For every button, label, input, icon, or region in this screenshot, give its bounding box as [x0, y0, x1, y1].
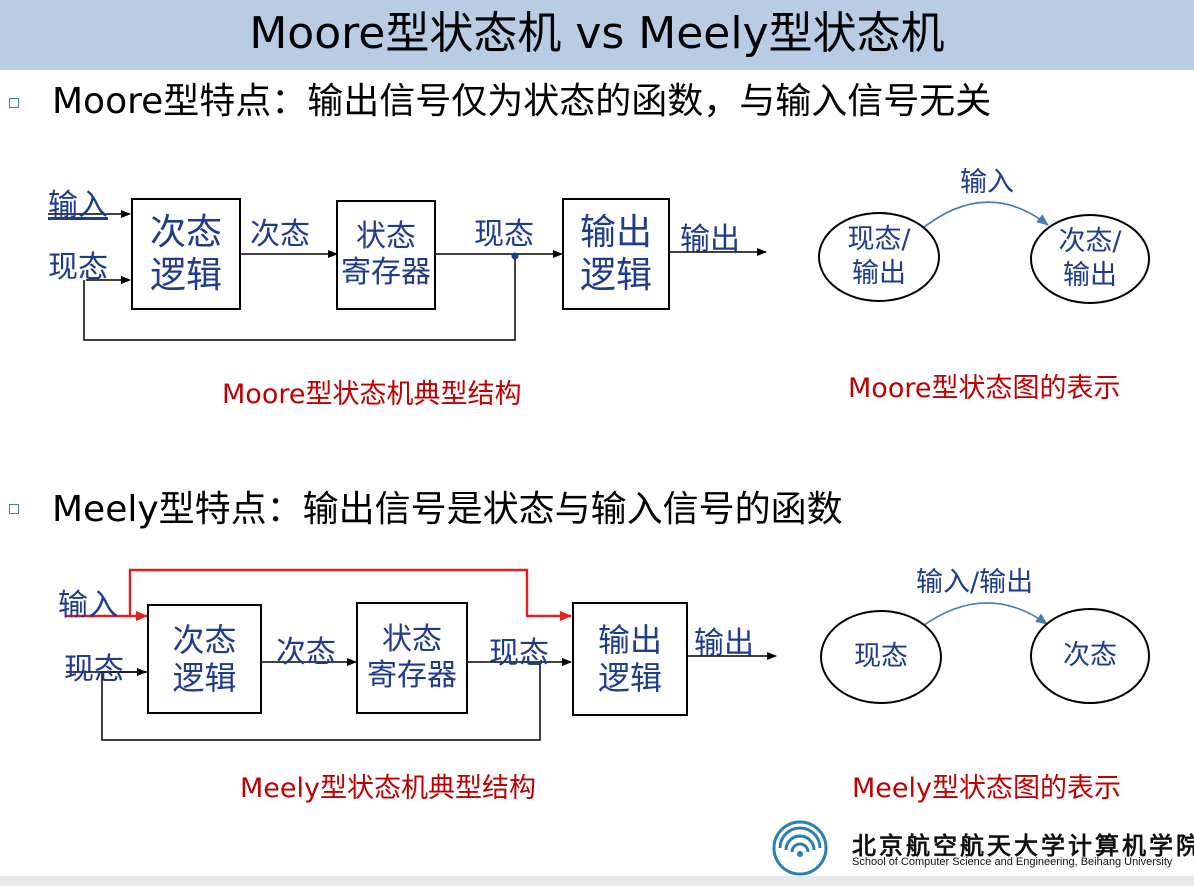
university-name-cn: 北京航空航天大学计算机学院	[852, 831, 1194, 860]
moore-arc	[917, 201, 1049, 233]
moore-reg-line1: 状态	[356, 219, 416, 254]
moore-output-label: 输出	[680, 222, 740, 257]
moore-nsl-line2: 逻辑	[149, 255, 222, 296]
meely-graph-caption: Meely型状态图的表示	[852, 773, 1121, 804]
moore-output-logic-box: 输出 逻辑	[562, 198, 670, 310]
meely-next-state-label: 次态	[276, 635, 336, 670]
moore-nsl-line1: 次态	[149, 211, 222, 253]
meely-reg-line2: 寄存器	[367, 658, 457, 693]
moore-current-state-label-2: 现态	[474, 217, 534, 252]
moore-bullet-icon	[9, 98, 19, 108]
moore-wires	[48, 210, 767, 341]
meely-ol-line2: 逻辑	[597, 659, 662, 697]
university-logo-icon	[772, 820, 828, 876]
meely-structure-caption: Meely型状态机典型结构	[240, 773, 536, 804]
moore-graph-caption: Moore型状态图的表示	[848, 373, 1121, 404]
slide-title: Moore型状态机 vs Meely型状态机	[249, 8, 945, 59]
meely-bullet-icon	[9, 504, 19, 514]
meely-next-state-logic-box: 次态 逻辑	[147, 604, 262, 714]
meely-nsl-line2: 逻辑	[172, 659, 237, 697]
moore-reg-line2: 寄存器	[341, 255, 431, 290]
meely-state-current-text: 现态	[854, 641, 908, 673]
meely-arc-label: 输入/输出	[916, 567, 1034, 598]
meely-current-state-label: 现态	[64, 652, 124, 687]
meely-state-register-box: 状态 寄存器	[356, 602, 468, 714]
moore-structure-caption: Moore型状态机典型结构	[222, 379, 522, 410]
moore-next-state-label: 次态	[250, 217, 310, 252]
footer-strip	[0, 876, 1194, 886]
meely-output-label: 输出	[694, 626, 754, 661]
title-bar	[0, 0, 1194, 70]
meely-ol-line1: 输出	[597, 620, 662, 659]
meely-reg-line1: 状态	[382, 622, 442, 657]
meely-state-next: 次态	[1030, 608, 1150, 704]
university-name-en: School of Computer Science and Engineeri…	[852, 856, 1173, 868]
moore-state-register-box: 状态 寄存器	[336, 200, 436, 310]
meely-bullet-text: Meely型特点：输出信号是状态与输入信号的函数	[52, 489, 843, 530]
moore-state-next-line2: 输出	[1063, 260, 1117, 291]
meely-input-wire	[66, 568, 572, 621]
moore-state-next-line1: 次态/	[1058, 226, 1122, 258]
moore-state-current: 现态/ 输出	[818, 212, 940, 302]
meely-state-next-text: 次态	[1063, 640, 1117, 672]
moore-state-current-line1: 现态/	[847, 224, 911, 256]
moore-next-state-logic-box: 次态 逻辑	[131, 198, 241, 310]
moore-ol-line2: 逻辑	[579, 255, 652, 296]
meely-nsl-line1: 次态	[172, 620, 237, 659]
meely-state-current: 现态	[820, 610, 942, 704]
moore-state-current-line2: 输出	[852, 258, 906, 289]
moore-junction-dot	[511, 252, 519, 260]
moore-state-next: 次态/ 输出	[1030, 214, 1150, 304]
moore-current-state-label: 现态	[48, 250, 108, 285]
moore-arc-label: 输入	[960, 167, 1014, 198]
moore-ol-line1: 输出	[579, 211, 652, 253]
meely-output-logic-box: 输出 逻辑	[572, 602, 688, 716]
moore-bullet-text: Moore型特点：输出信号仅为状态的函数，与输入信号无关	[52, 81, 992, 122]
meely-wires	[66, 652, 777, 741]
meely-input-label: 输入	[58, 588, 118, 623]
moore-input-label: 输入	[48, 188, 108, 223]
meely-arc	[919, 602, 1048, 629]
meely-current-state-label-2: 现态	[489, 636, 549, 671]
